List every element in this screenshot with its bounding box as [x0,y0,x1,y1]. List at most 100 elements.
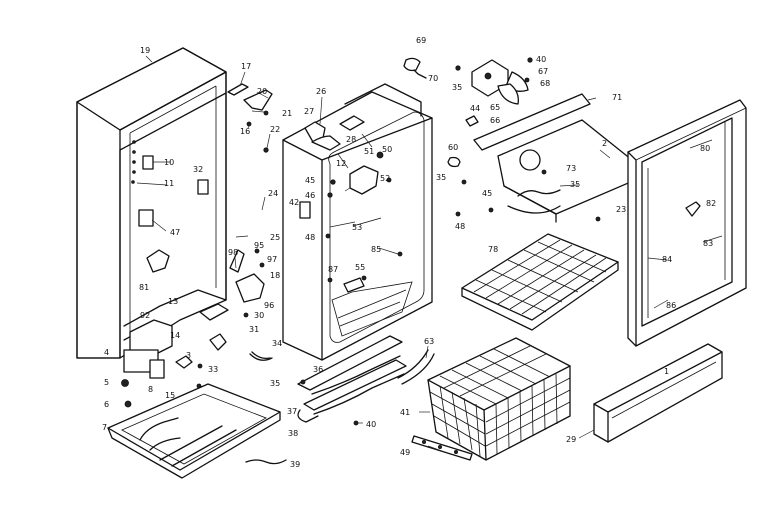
label-48: 48 [305,233,315,242]
label-96: 96 [264,301,274,310]
label-35-left: 35 [436,173,446,182]
label-26: 26 [316,87,326,96]
label-66: 66 [490,116,500,125]
bracket-part-47 [138,209,154,227]
label-18: 18 [270,271,280,280]
basket-slide-49 [411,435,473,461]
label-25: 25 [270,233,280,242]
label-36: 36 [313,365,323,374]
label-33: 33 [208,365,218,374]
part-number-labels: 19 17 20 21 16 22 10 11 32 47 81 13 92 1… [102,36,716,469]
wire-basket [427,337,571,461]
label-51: 51 [364,147,374,156]
label-30: 30 [254,311,264,320]
label-81: 81 [139,283,149,292]
label-84: 84 [662,255,672,264]
part-32 [197,179,209,195]
label-87: 87 [328,265,338,274]
leader-lines [136,55,723,452]
label-29: 29 [566,435,576,444]
label-45: 45 [305,176,315,185]
label-71: 71 [612,93,622,102]
label-16: 16 [240,127,250,136]
label-52: 52 [380,174,390,183]
label-92: 92 [140,311,150,320]
label-82: 82 [706,199,716,208]
label-3: 3 [186,351,191,360]
label-40-fan: 40 [536,55,546,64]
label-8: 8 [148,385,153,394]
label-35-lower: 35 [270,379,280,388]
label-13: 13 [168,297,178,306]
label-12: 12 [336,159,346,168]
hinge-part-81 [146,249,170,273]
label-97: 97 [267,255,277,264]
label-31: 31 [249,325,259,334]
freezer-liner [282,83,433,361]
label-1: 1 [664,367,669,376]
label-24: 24 [268,189,278,198]
label-50: 50 [382,145,392,154]
thermostat-part-69 [403,57,427,79]
label-5: 5 [104,378,109,387]
evaporator-rails [297,335,435,426]
bracket-part-10 [142,155,154,170]
label-23: 23 [616,205,626,214]
label-28: 28 [346,135,356,144]
label-10: 10 [164,158,174,167]
door-front-rail [593,343,723,443]
label-34: 34 [272,339,282,348]
label-55: 55 [355,263,365,272]
label-41: 41 [400,408,410,417]
label-7: 7 [102,423,107,432]
label-6: 6 [104,400,109,409]
evaporator-fan-motor [455,57,533,105]
label-21: 21 [282,109,292,118]
label-19: 19 [140,46,150,55]
cabinet-screw-holes [131,140,136,184]
label-27: 27 [304,107,314,116]
outer-cabinet [76,47,227,359]
drain-tube-39 [245,459,287,465]
evaporator-cover-assembly [447,93,641,223]
label-17: 17 [241,62,251,71]
label-39: 39 [290,460,300,469]
label-48-cover: 48 [455,222,465,231]
label-22: 22 [270,125,280,134]
label-37: 37 [287,407,297,416]
label-86: 86 [666,301,676,310]
label-42: 42 [289,198,299,207]
label-14: 14 [170,331,180,340]
label-47: 47 [170,228,180,237]
hinge-hardware-top [227,83,273,153]
label-15: 15 [165,391,175,400]
label-49: 49 [400,448,410,457]
label-2: 2 [602,139,607,148]
door-handle-clip-82 [685,201,701,217]
label-98: 98 [228,248,238,257]
drain-pan [107,383,281,479]
label-60: 60 [448,143,458,152]
label-69: 69 [416,36,426,45]
label-40-lower: 40 [366,420,376,429]
control-and-hinge-components [121,248,273,408]
label-78: 78 [488,245,498,254]
label-32: 32 [193,165,203,174]
label-53: 53 [352,223,362,232]
label-65: 65 [490,103,500,112]
label-44: 44 [470,104,480,113]
label-4: 4 [104,348,109,357]
label-80: 80 [700,144,710,153]
label-73: 73 [566,164,576,173]
door-gasket-frame [627,99,747,347]
label-95: 95 [254,241,264,250]
label-68: 68 [540,79,550,88]
label-46: 46 [305,191,315,200]
label-70: 70 [428,74,438,83]
label-35-fan: 35 [452,83,462,92]
label-67: 67 [538,67,548,76]
label-11: 11 [164,179,174,188]
label-83: 83 [703,239,713,248]
label-45-cover: 45 [482,189,492,198]
